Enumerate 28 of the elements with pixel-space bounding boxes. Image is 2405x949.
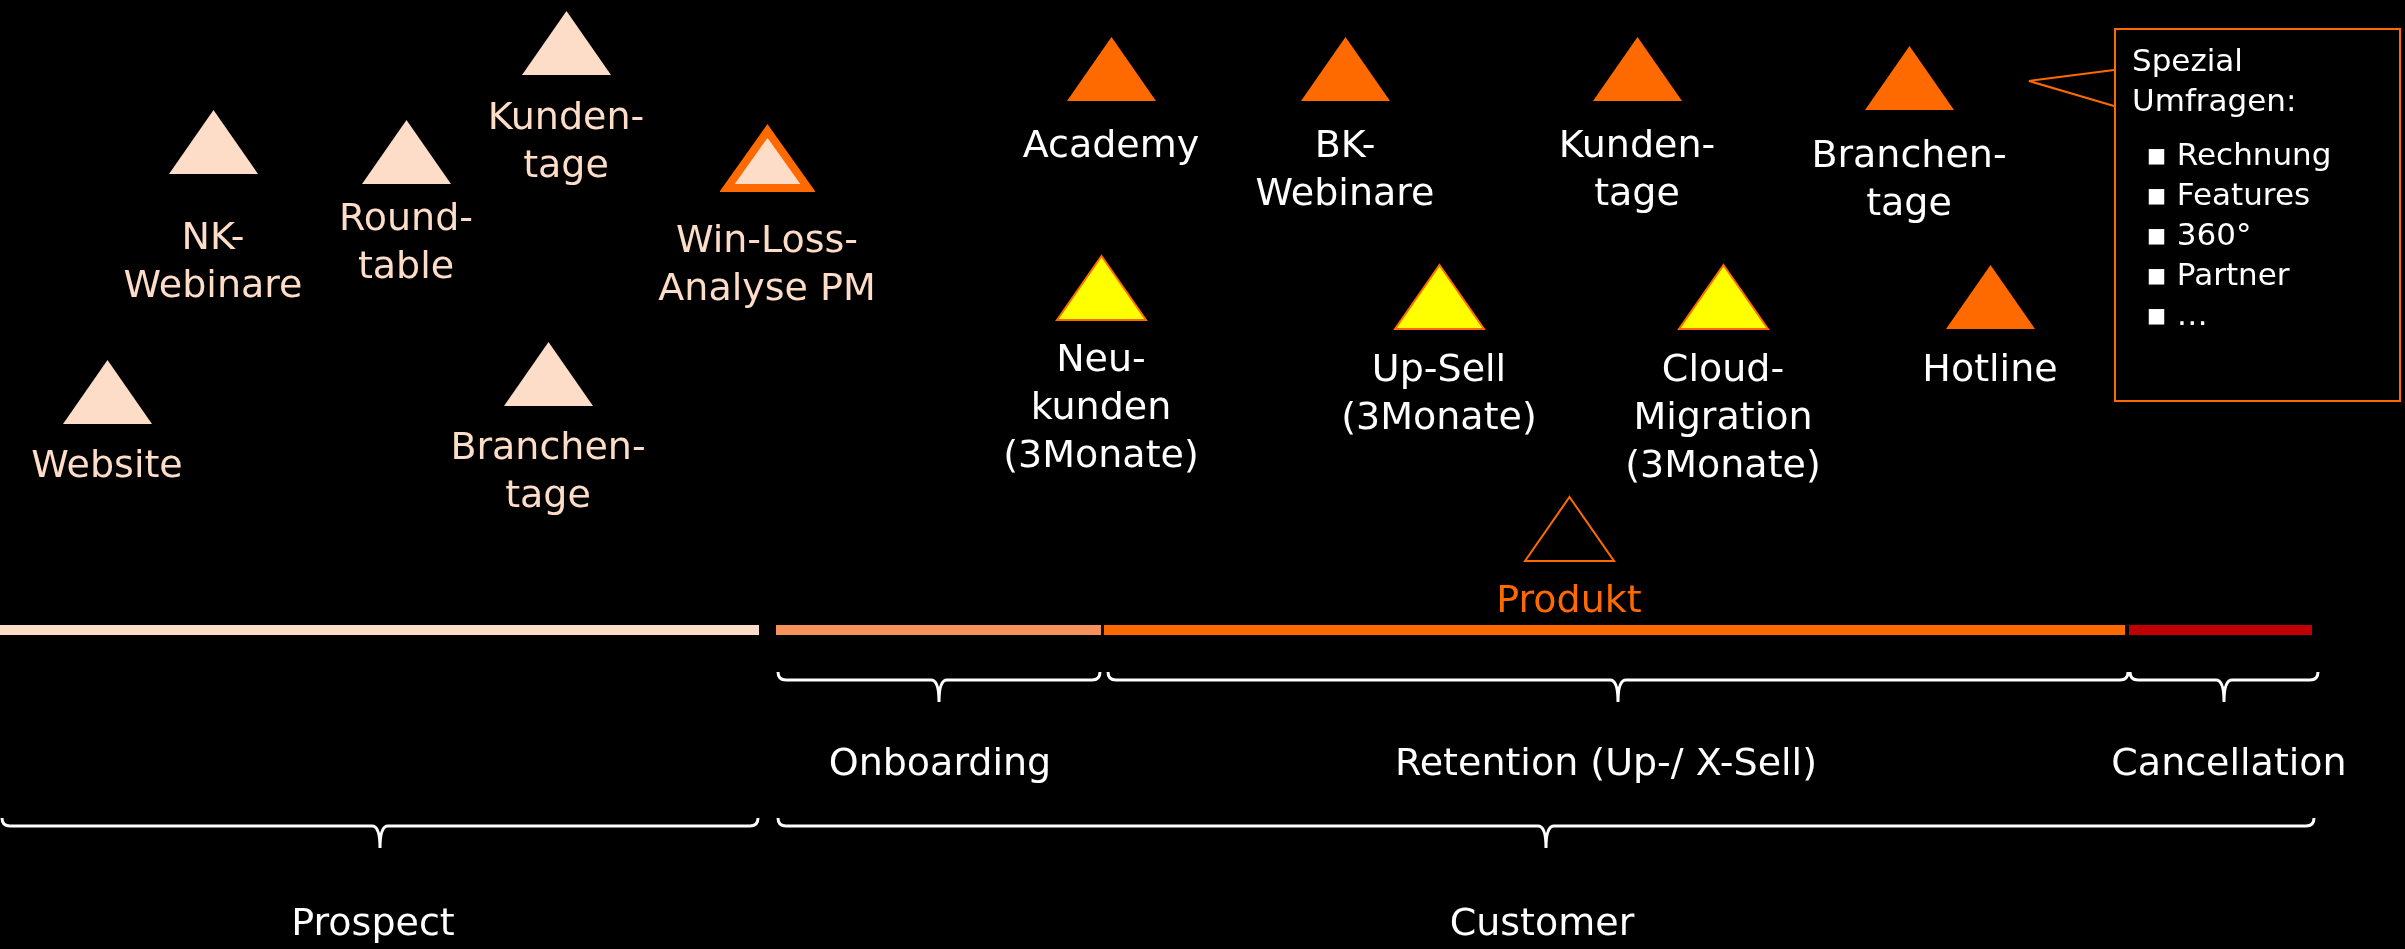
callout-box — [2114, 28, 2401, 402]
phase-label: Onboarding — [828, 740, 1052, 784]
milestone-label: Cloud- Migration (3Monate) — [1624, 345, 1822, 488]
milestone-label: Branchen- tage — [449, 423, 647, 518]
bullet-item: ▪ Features — [2146, 175, 2312, 214]
milestone-label: Kunden- tage — [1557, 121, 1717, 216]
milestone-label: NK- Webinare — [122, 213, 304, 308]
milestone-label: Academy — [1021, 121, 1201, 168]
milestone-label: Hotline — [1921, 345, 2059, 392]
bullet-item: ▪ Partner — [2146, 255, 2291, 294]
milestone-label: BK- Webinare — [1254, 121, 1436, 216]
phase-label: Prospect — [291, 900, 455, 944]
phase-label: Cancellation — [2111, 740, 2347, 784]
milestone-label: Website — [30, 441, 184, 488]
milestone-label: Up-Sell (3Monate) — [1340, 345, 1538, 440]
milestone-label: Neu- kunden (3Monate) — [1002, 335, 1200, 478]
phase-label: Retention (Up-/ X-Sell) — [1395, 740, 1817, 784]
phase-label: Customer — [1449, 900, 1635, 944]
bullet-item: ▪ 360° — [2146, 215, 2253, 254]
milestone-label: Branchen- tage — [1810, 131, 2008, 226]
callout-heading: Spezial Umfragen: — [2132, 41, 2298, 120]
leader-line — [2028, 69, 2115, 107]
milestone-label: Win-Loss- Analyse PM — [657, 216, 877, 311]
milestone-label: Round- table — [338, 194, 474, 289]
bullet-item: ▪ … — [2146, 295, 2209, 334]
milestone-label: Produkt — [1495, 576, 1643, 623]
milestone-label: Kunden- tage — [486, 93, 646, 188]
bullet-item: ▪ Rechnung — [2146, 135, 2333, 174]
